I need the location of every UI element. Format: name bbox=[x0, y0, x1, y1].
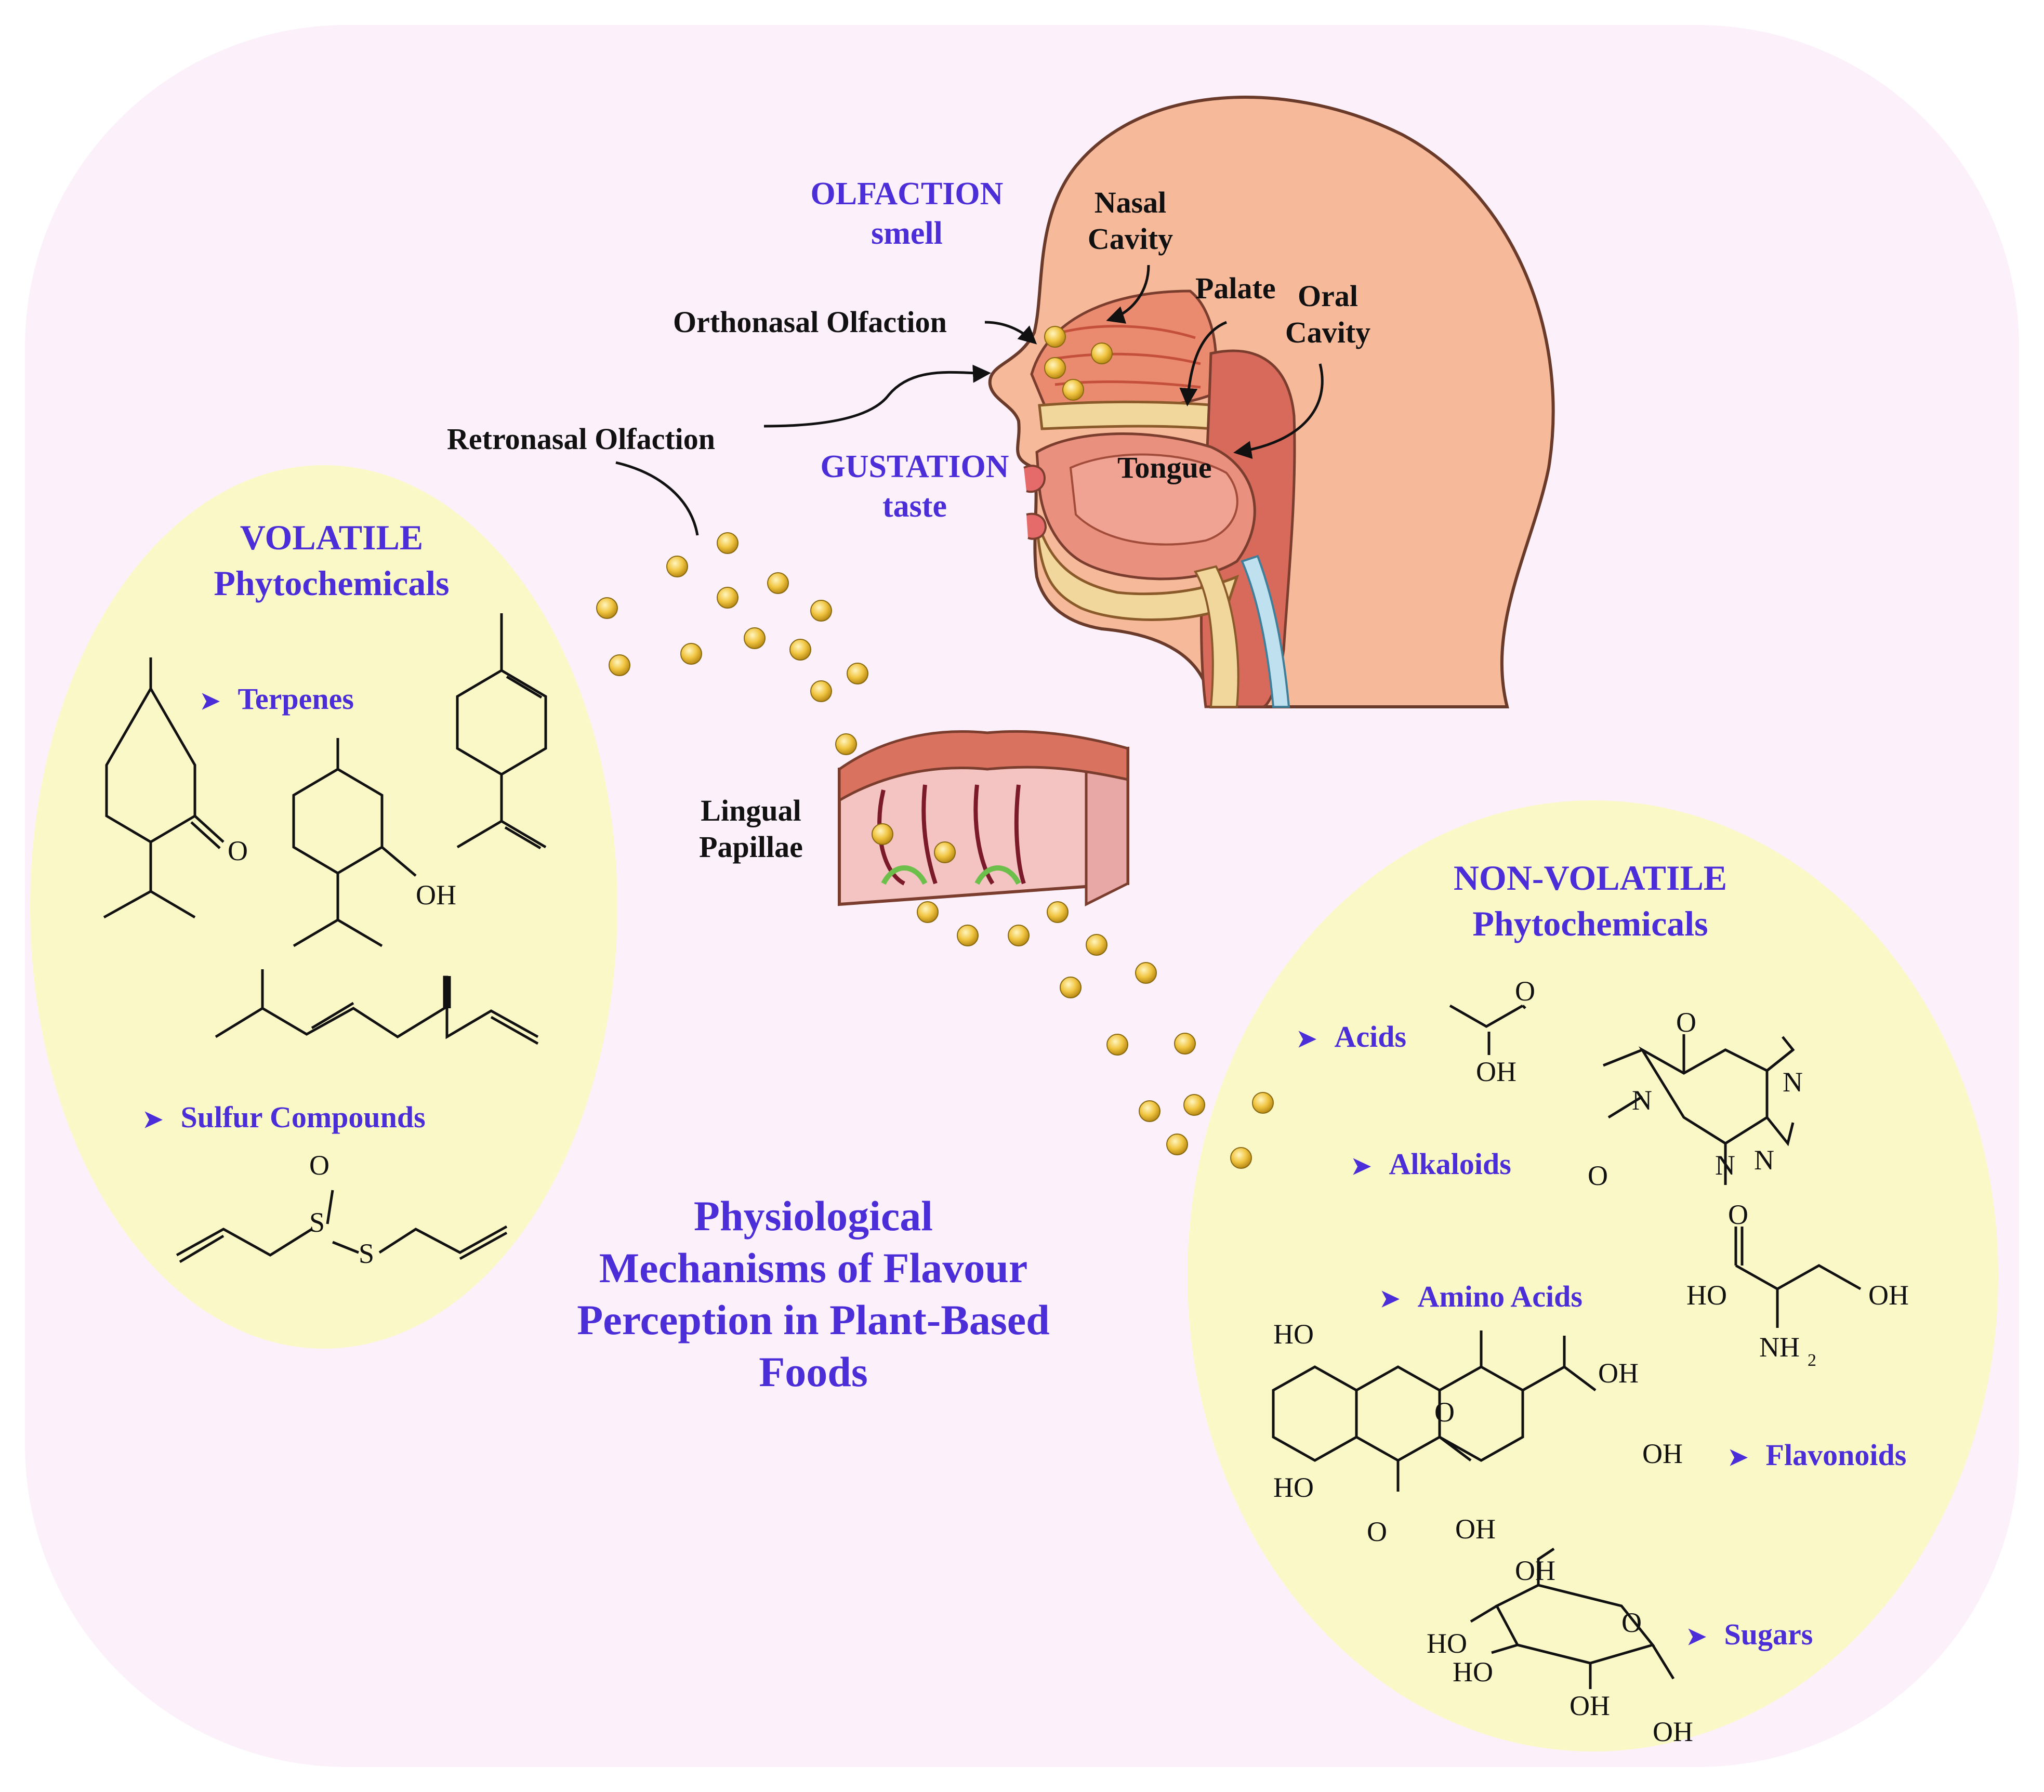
atom-label: O bbox=[1434, 1396, 1455, 1428]
atom-label: HO bbox=[1273, 1319, 1314, 1350]
class-acids: ➤Acids bbox=[1297, 1020, 1407, 1053]
atom-label: HO bbox=[1427, 1628, 1467, 1659]
atom-label: OH bbox=[1642, 1438, 1683, 1469]
atom-label: HO bbox=[1453, 1656, 1493, 1688]
tongue-label: Tongue bbox=[1117, 451, 1212, 484]
atom-label: OH bbox=[416, 879, 456, 911]
atom-label: HO bbox=[1686, 1280, 1727, 1311]
atom-label: OH bbox=[1455, 1513, 1496, 1545]
class-sugars: ➤Sugars bbox=[1686, 1617, 1813, 1651]
non-volatile-heading: NON-VOLATILE Phytochemicals bbox=[1453, 858, 1727, 943]
atom-label: S bbox=[359, 1238, 374, 1269]
diagram-title: Physiological Mechanisms of Flavour Perc… bbox=[577, 1192, 1050, 1395]
atom-label: N bbox=[1754, 1144, 1774, 1176]
atom-label: OH bbox=[1476, 1056, 1516, 1087]
oral-cavity-label: Oral Cavity bbox=[1285, 279, 1371, 349]
atom-label: NH bbox=[1759, 1332, 1800, 1363]
volatile-heading: VOLATILE Phytochemicals bbox=[214, 518, 450, 603]
arrowhead-icon: ➤ bbox=[200, 688, 220, 714]
volatile-ellipse bbox=[30, 465, 617, 1349]
arrowhead-icon: ➤ bbox=[1728, 1444, 1748, 1470]
arrowhead-icon: ➤ bbox=[1686, 1623, 1707, 1650]
arrowhead-icon: ➤ bbox=[1297, 1025, 1317, 1052]
atom-label: OH bbox=[1515, 1555, 1555, 1586]
atom-label: N bbox=[1783, 1066, 1803, 1098]
atom-label: O bbox=[1367, 1516, 1387, 1547]
lingual-papillae-label: Lingual Papillae bbox=[699, 794, 803, 864]
head-silhouette bbox=[988, 96, 1555, 708]
orthonasal-label: Orthonasal Olfaction bbox=[673, 305, 947, 339]
atom-label: O bbox=[1676, 1007, 1696, 1038]
palate-label: Palate bbox=[1195, 271, 1276, 305]
non-volatile-ellipse bbox=[1188, 800, 1998, 1751]
atom-label: S bbox=[309, 1207, 325, 1238]
class-amino-acids: ➤Amino Acids bbox=[1380, 1280, 1583, 1313]
gustation-heading: GUSTATION taste bbox=[820, 449, 1009, 524]
atom-label: O bbox=[1728, 1199, 1748, 1230]
atom-labels: O OH O S S O OH O N O N N N O HO OH NH 2… bbox=[228, 835, 1909, 1747]
atom-label: OH bbox=[1868, 1280, 1909, 1311]
flavour-molecule-dots bbox=[596, 326, 1274, 1169]
class-terpenes: ➤Terpenes bbox=[200, 682, 354, 716]
atom-label: N bbox=[1632, 1085, 1652, 1116]
class-flavonoids: ➤Flavonoids bbox=[1728, 1438, 1907, 1472]
nasal-cavity-label: Nasal Cavity bbox=[1087, 186, 1173, 256]
lingual-papillae-illustration bbox=[838, 730, 1129, 907]
chemical-structures bbox=[103, 613, 1862, 1689]
atom-label: O bbox=[1588, 1160, 1608, 1191]
class-alkaloids: ➤Alkaloids bbox=[1351, 1147, 1511, 1181]
atom-label: O bbox=[1621, 1607, 1642, 1638]
atom-label: N bbox=[1715, 1150, 1735, 1181]
arrowhead-icon: ➤ bbox=[1380, 1285, 1400, 1312]
pointer-lines bbox=[615, 265, 1324, 536]
atom-label: 2 bbox=[1808, 1351, 1816, 1370]
atom-label: OH bbox=[1570, 1690, 1610, 1721]
olfaction-heading: OLFACTION smell bbox=[810, 176, 1004, 251]
arrowhead-icon: ➤ bbox=[1351, 1153, 1372, 1179]
arrowhead-icon: ➤ bbox=[143, 1106, 163, 1132]
atom-label: O bbox=[1515, 976, 1535, 1007]
retronasal-label: Retronasal Olfaction bbox=[447, 422, 716, 456]
atom-label: OH bbox=[1598, 1358, 1639, 1389]
class-sulfur-compounds: ➤Sulfur Compounds bbox=[143, 1100, 426, 1134]
atom-label: HO bbox=[1273, 1472, 1314, 1503]
atom-label: O bbox=[228, 835, 248, 866]
atom-label: O bbox=[309, 1150, 329, 1181]
atom-label: OH bbox=[1653, 1716, 1693, 1747]
